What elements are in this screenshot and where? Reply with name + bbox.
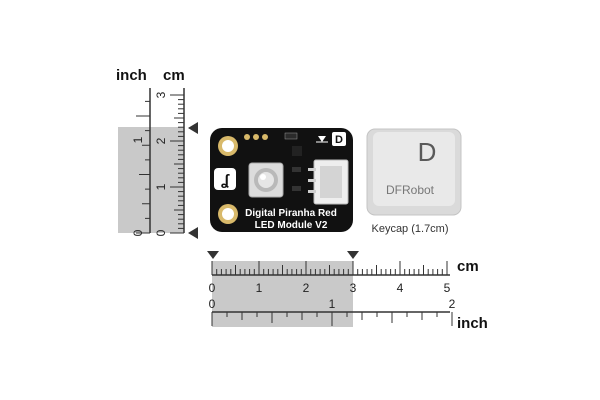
horizontal-ruler-cm-ticks — [211, 261, 448, 275]
smd-chip-2 — [292, 167, 301, 172]
dfrobot-corner-logo: D — [332, 132, 346, 146]
pad-row — [244, 134, 268, 140]
dfrobot-logo-icon: ʆ — [214, 168, 236, 190]
led-icon — [316, 136, 328, 143]
keycap: D DFRobot Keycap (1.7cm) — [366, 128, 462, 235]
horizontal-ruler-cm-tick-2: 2 — [303, 281, 310, 295]
piranha-led — [248, 162, 284, 198]
logo-glyph: ʆ — [221, 172, 230, 189]
keycap-brand: DFRobot — [386, 183, 435, 197]
horizontal-ruler-cm-tick-3: 3 — [350, 281, 357, 295]
horizontal-ruler-right-marker — [347, 251, 359, 259]
vertical-ruler-cm-ticks — [170, 94, 184, 234]
vertical-ruler-cm-tick-2: 2 — [154, 137, 168, 144]
vertical-ruler-cm-label: cm — [163, 67, 185, 84]
horizontal-ruler-cm-tick-1: 1 — [256, 281, 263, 295]
horizontal-ruler-inch-label: inch — [457, 315, 488, 332]
horizontal-ruler: 0 1 2 3 4 5 0 1 2 cm inch — [207, 251, 488, 332]
vertical-ruler-bottom-marker — [188, 227, 198, 239]
led-module-board: D ʆ Digital Piranha Red LED Module V2 — [210, 128, 353, 232]
mounting-hole-top-left — [218, 136, 238, 156]
mounting-hole-bottom-left — [218, 204, 238, 224]
horizontal-ruler-inch-tick-0: 0 — [209, 297, 216, 311]
smd-chip-3 — [292, 186, 301, 191]
horizontal-ruler-inch-tick-1: 1 — [329, 297, 336, 311]
keycap-caption: Keycap (1.7cm) — [371, 223, 448, 235]
horizontal-ruler-inch-ticks — [211, 312, 453, 326]
connector-icon — [308, 159, 349, 205]
horizontal-ruler-cm-tick-0: 0 — [209, 281, 216, 295]
keycap-letter: D — [418, 137, 437, 167]
smd-chip — [292, 146, 302, 156]
horizontal-ruler-cm-label: cm — [457, 258, 479, 275]
vertical-ruler-shaded-area — [118, 127, 184, 233]
vertical-ruler-inch-tick-0: 0 — [131, 229, 145, 236]
vertical-ruler-top-marker — [188, 122, 198, 134]
vertical-ruler-inch-label: inch — [116, 67, 147, 84]
module-label-line2: LED Module V2 — [255, 220, 328, 231]
vertical-ruler: inch cm 0 1 0 1 2 3 — [116, 67, 198, 239]
corner-logo-letter: D — [335, 134, 343, 146]
module-label-line1: Digital Piranha Red — [245, 208, 337, 219]
vertical-ruler-cm-tick-1: 1 — [154, 183, 168, 190]
vertical-ruler-inch-ticks — [136, 100, 150, 234]
vertical-ruler-cm-tick-0: 0 — [154, 229, 168, 236]
keycap-top — [373, 132, 455, 206]
vertical-ruler-cm-tick-3: 3 — [154, 91, 168, 98]
horizontal-ruler-cm-tick-4: 4 — [397, 281, 404, 295]
horizontal-ruler-left-marker — [207, 251, 219, 259]
vertical-ruler-inch-tick-1: 1 — [131, 136, 145, 143]
smd-resistor — [284, 132, 298, 140]
horizontal-ruler-cm-tick-5: 5 — [444, 281, 451, 295]
horizontal-ruler-inch-tick-2: 2 — [449, 297, 456, 311]
